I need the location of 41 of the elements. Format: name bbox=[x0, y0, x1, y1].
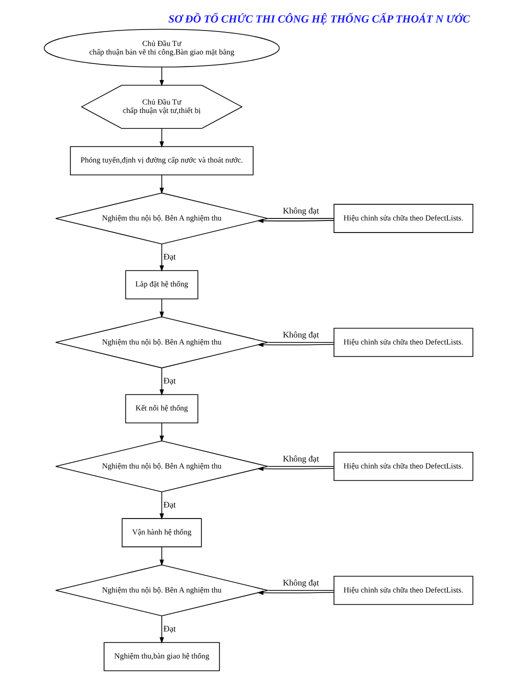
arrow bbox=[159, 244, 164, 272]
node-box: Phóng tuyến,định vị đường cấp nước và thoát nước. bbox=[69, 146, 254, 176]
node-box: Hiệu chỉnh sửa chữa theo DefectLists. bbox=[333, 452, 473, 481]
arrow bbox=[256, 590, 334, 595]
arrow bbox=[159, 66, 164, 86]
arrow bbox=[159, 492, 164, 520]
arrow bbox=[256, 218, 334, 224]
arrow bbox=[159, 174, 164, 194]
node-diamond: Nghiệm thu nội bộ. Bên A nghiệm thu bbox=[54, 564, 268, 616]
arrow bbox=[159, 546, 164, 566]
node-diamond: Nghiệm thu nội bộ. Bên A nghiệm thu bbox=[54, 192, 268, 244]
node-diamond: Nghiệm thu nội bộ. Bên A nghiệm thu bbox=[54, 316, 268, 368]
arrow bbox=[159, 422, 164, 442]
connector bbox=[267, 218, 334, 219]
edge-label: Đạt bbox=[162, 375, 176, 386]
edge-label: Không đạt bbox=[282, 330, 319, 340]
edge-label: Đạt bbox=[162, 499, 176, 510]
node-box: Nghiệm thu,bàn giao hệ thống bbox=[103, 642, 220, 672]
node-box: Vận hành hệ thống bbox=[121, 518, 202, 548]
arrow bbox=[256, 466, 334, 471]
arrow bbox=[159, 368, 164, 396]
diagram-title: SƠ ĐỒ TỔ CHỨC THI CÔNG HỆ THỐNG CẤP THOÁT N ƯỚC bbox=[168, 13, 470, 26]
node-diamond: Nghiệm thu nội bộ. Bên A nghiệm thu bbox=[54, 440, 268, 492]
node-box: Hiệu chỉnh sửa chữa theo DefectLists. bbox=[333, 576, 473, 605]
node-box: Hiệu chỉnh sửa chữa theo DefectLists. bbox=[333, 204, 473, 233]
edge-label: Không đạt bbox=[282, 577, 319, 588]
arrow bbox=[159, 128, 164, 148]
node-box: Hiệu chỉnh sửa chữa theo DefectLists. bbox=[333, 328, 473, 357]
edge-label: Đạt bbox=[162, 251, 176, 262]
arrow bbox=[256, 342, 334, 347]
connector bbox=[267, 590, 334, 591]
edge-label: Đạt bbox=[162, 623, 176, 634]
arrow bbox=[159, 616, 164, 644]
connector bbox=[267, 466, 334, 467]
edge-label: Không đạt bbox=[282, 454, 319, 464]
node-ellipse: Chủ Đầu Tư chấp thuận bản vẽ thi công.Bàn giao mặt bằng bbox=[43, 28, 280, 68]
arrow bbox=[159, 298, 164, 318]
node-box: Lắp đặt hệ thống bbox=[124, 270, 198, 300]
connector bbox=[267, 342, 334, 343]
node-box: Kết nối hệ thống bbox=[124, 394, 198, 424]
edge-label: Không đạt bbox=[282, 206, 319, 216]
